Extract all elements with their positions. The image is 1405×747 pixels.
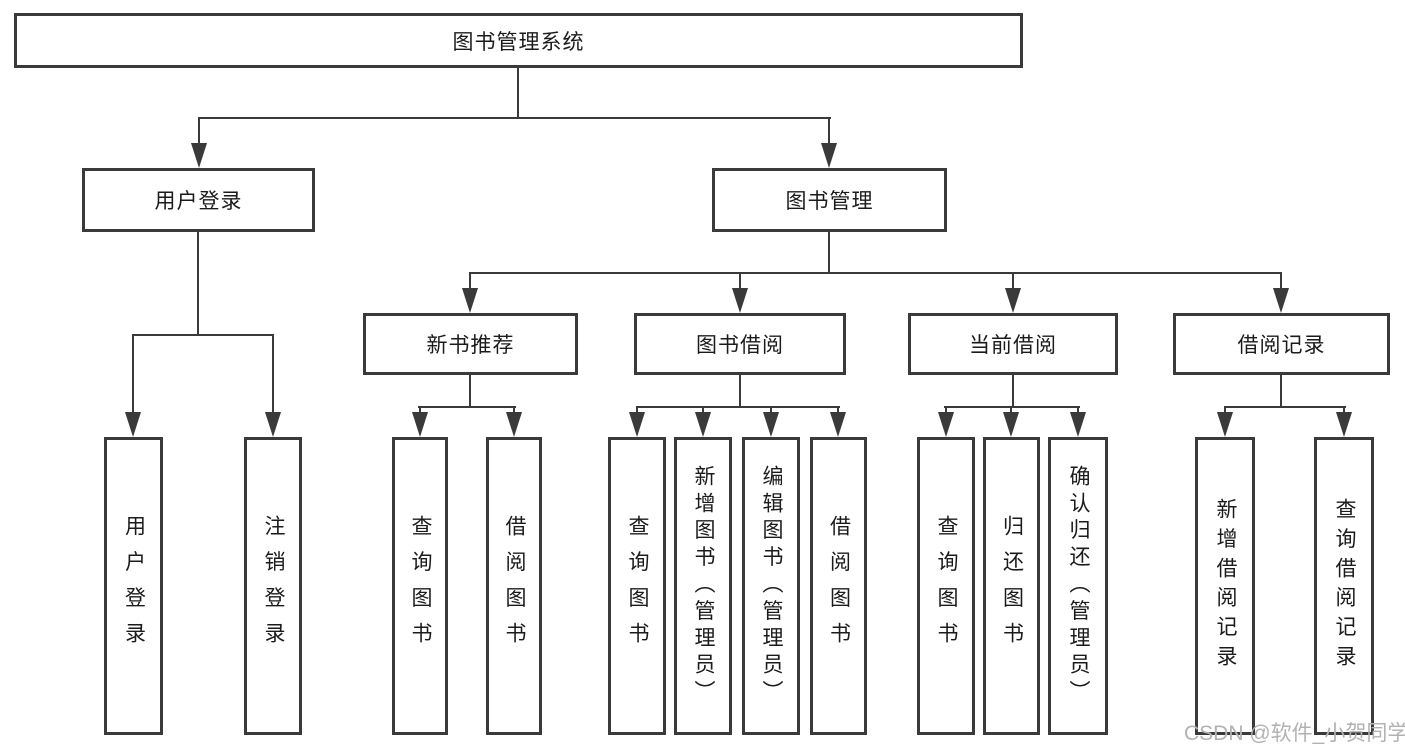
connector-line xyxy=(1077,407,1079,415)
leaf-add-book-admin: 新增图书（管理员） xyxy=(674,437,732,735)
connector-arrow xyxy=(462,288,478,313)
connector-line xyxy=(1280,375,1282,408)
connector-arrow xyxy=(412,412,428,437)
connector-line xyxy=(1343,407,1345,415)
connector-arrow xyxy=(938,412,954,437)
connector-line xyxy=(837,407,839,415)
leaf-query-books-current: 查询图书 xyxy=(917,437,975,735)
leaf-query-books-borrowing-label: 查询图书 xyxy=(626,514,649,658)
leaf-add-borrow-record-label: 新增借阅记录 xyxy=(1214,497,1237,675)
node-current-borrowing: 当前借阅 xyxy=(908,313,1118,375)
node-user-login-label: 用户登录 xyxy=(154,190,243,213)
connector-line xyxy=(272,335,274,415)
node-book-borrowing-label: 图书借阅 xyxy=(696,334,784,357)
connector-line xyxy=(702,407,704,415)
leaf-borrow-books-recommend-label: 借阅图书 xyxy=(503,514,526,658)
connector-arrow xyxy=(821,143,837,168)
node-user-login: 用户登录 xyxy=(82,168,315,232)
connector-arrow xyxy=(695,412,711,437)
node-current-borrowing-label: 当前借阅 xyxy=(969,334,1057,357)
connector-arrow xyxy=(732,288,748,313)
connector-line xyxy=(1224,407,1226,415)
connector-line xyxy=(469,273,471,291)
connector-arrow xyxy=(1217,412,1233,437)
connector-line xyxy=(469,375,471,408)
connector-line xyxy=(197,232,199,336)
leaf-return-books-label: 归还图书 xyxy=(1000,514,1024,658)
connector-arrow xyxy=(1273,288,1289,313)
connector-arrow xyxy=(830,412,846,437)
leaf-user-login: 用户登录 xyxy=(104,437,163,735)
connector-arrow xyxy=(125,412,141,437)
leaf-logout-label: 注销登录 xyxy=(262,514,285,658)
node-book-management: 图书管理 xyxy=(712,168,947,232)
connector-arrow xyxy=(1003,412,1019,437)
leaf-logout: 注销登录 xyxy=(244,437,302,735)
csdn-watermark: CSDN @软件_小贺同学 xyxy=(1184,722,1405,745)
connector-line xyxy=(828,232,830,274)
connector-arrow xyxy=(1336,412,1352,437)
leaf-edit-book-admin-label: 编辑图书（管理员） xyxy=(760,465,783,707)
connector-arrow xyxy=(763,412,779,437)
node-library-system: 图书管理系统 xyxy=(14,13,1023,68)
node-book-borrowing: 图书借阅 xyxy=(634,313,846,375)
connector-line xyxy=(636,407,638,415)
connector-line xyxy=(419,407,421,415)
connector-line xyxy=(1012,375,1014,408)
leaf-edit-book-admin: 编辑图书（管理员） xyxy=(742,437,800,735)
leaf-user-login-label: 用户登录 xyxy=(122,514,146,658)
leaf-query-books-borrowing: 查询图书 xyxy=(608,437,666,735)
connector-line xyxy=(418,406,516,408)
connector-line xyxy=(198,118,200,146)
node-library-system-label: 图书管理系统 xyxy=(452,30,585,54)
leaf-add-book-admin-label: 新增图书（管理员） xyxy=(692,465,715,707)
connector-line xyxy=(1280,273,1282,291)
node-borrowing-records-label: 借阅记录 xyxy=(1237,334,1326,357)
node-book-management-label: 图书管理 xyxy=(785,190,874,213)
connector-line xyxy=(513,407,515,415)
leaf-confirm-return-admin: 确认归还（管理员） xyxy=(1048,437,1108,735)
node-borrowing-records: 借阅记录 xyxy=(1173,313,1390,375)
leaf-confirm-return-admin-label: 确认归还（管理员） xyxy=(1067,465,1090,707)
connector-line xyxy=(636,406,840,408)
connector-line xyxy=(945,407,947,415)
connector-line xyxy=(469,272,1282,274)
connector-line xyxy=(1010,407,1012,415)
connector-line xyxy=(132,335,134,415)
connector-arrow xyxy=(1070,412,1086,437)
connector-line xyxy=(944,406,1080,408)
leaf-query-books-recommend-label: 查询图书 xyxy=(409,514,432,658)
connector-line xyxy=(198,117,831,119)
connector-arrow xyxy=(629,412,645,437)
leaf-return-books: 归还图书 xyxy=(983,437,1040,735)
leaf-query-borrow-record: 查询借阅记录 xyxy=(1314,437,1374,735)
connector-line xyxy=(1224,406,1346,408)
connector-arrow xyxy=(1005,288,1021,313)
leaf-query-books-recommend: 查询图书 xyxy=(392,437,448,735)
leaf-add-borrow-record: 新增借阅记录 xyxy=(1195,437,1255,735)
leaf-query-books-current-label: 查询图书 xyxy=(935,514,958,658)
node-new-book-recommendation: 新书推荐 xyxy=(363,313,578,375)
leaf-borrow-books-recommend: 借阅图书 xyxy=(486,437,542,735)
connector-line xyxy=(132,334,274,336)
connector-line xyxy=(739,375,741,408)
connector-line xyxy=(739,273,741,291)
leaf-borrow-books-borrowing: 借阅图书 xyxy=(810,437,867,735)
connector-arrow xyxy=(506,412,522,437)
connector-arrow xyxy=(265,412,281,437)
connector-arrow xyxy=(191,143,207,168)
node-new-book-recommendation-label: 新书推荐 xyxy=(426,334,515,357)
connector-line xyxy=(770,407,772,415)
connector-line xyxy=(1012,273,1014,291)
leaf-borrow-books-borrowing-label: 借阅图书 xyxy=(827,514,851,658)
connector-line xyxy=(828,118,830,146)
connector-line xyxy=(517,68,519,118)
leaf-query-borrow-record-label: 查询借阅记录 xyxy=(1333,497,1356,675)
